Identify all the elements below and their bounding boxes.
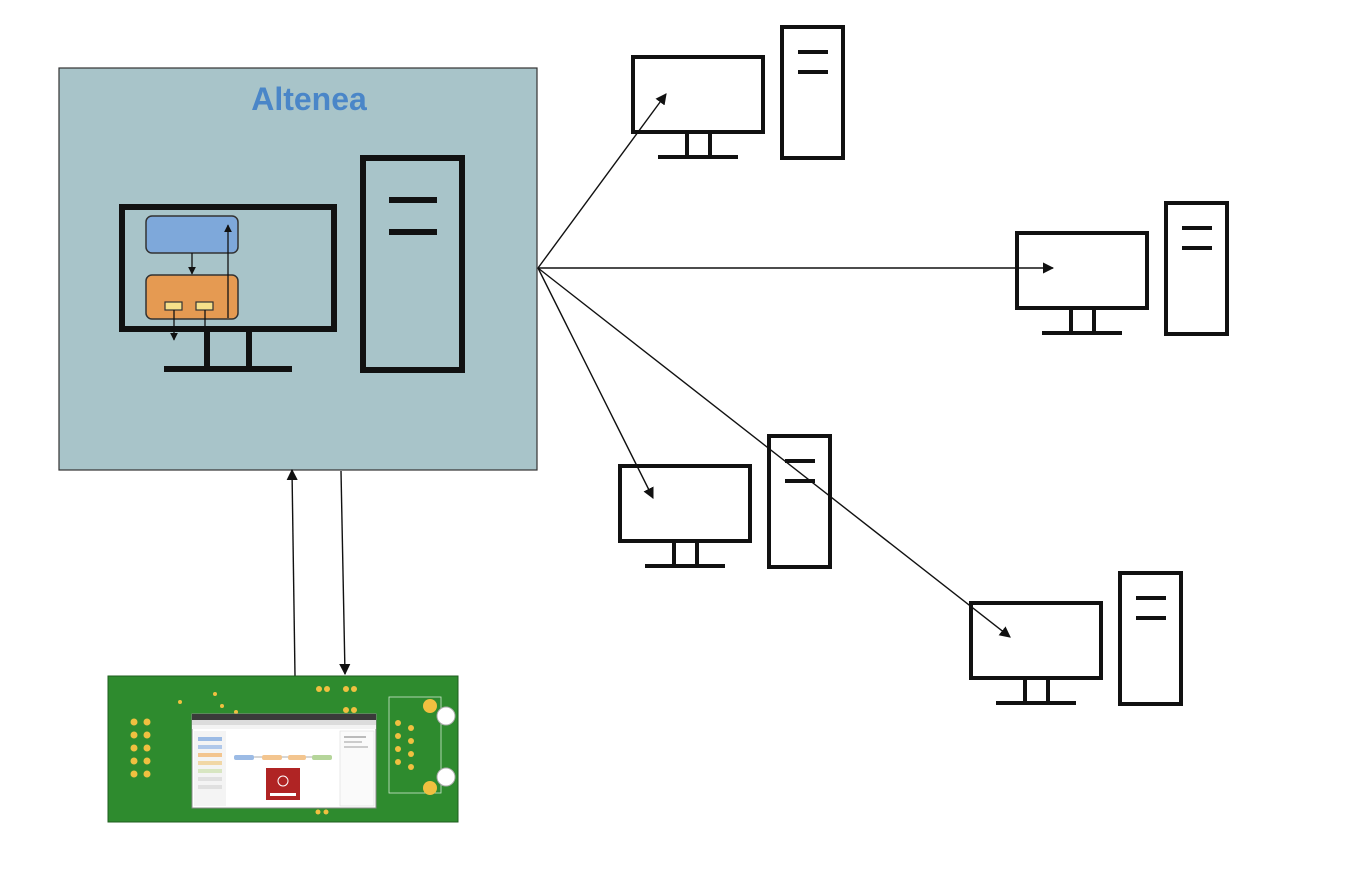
tower-icon bbox=[780, 25, 845, 160]
monitor-icon bbox=[969, 601, 1103, 705]
arrow-board-to-server bbox=[286, 468, 298, 677]
arrow-to-client-4 bbox=[537, 267, 1011, 638]
client-computer-1 bbox=[631, 25, 845, 160]
app-bottom-block bbox=[145, 274, 239, 320]
pcb-pads-left bbox=[130, 718, 151, 778]
server-monitor-icon bbox=[119, 204, 337, 372]
board-screen-thumbnail bbox=[191, 713, 377, 809]
client-computer-3 bbox=[618, 434, 832, 569]
server-box bbox=[58, 67, 538, 471]
pcb-pads-top bbox=[178, 686, 357, 714]
application-blocks bbox=[145, 215, 239, 341]
arrow-to-client-1 bbox=[537, 93, 667, 269]
tower-icon bbox=[1164, 201, 1229, 336]
app-top-block bbox=[145, 215, 239, 254]
embedded-board bbox=[107, 675, 459, 823]
app-chip-left bbox=[164, 301, 183, 311]
arrow-server-to-board bbox=[339, 470, 351, 676]
client-computer-4 bbox=[969, 571, 1183, 706]
monitor-icon bbox=[618, 464, 752, 568]
monitor-icon bbox=[1015, 231, 1149, 335]
pcb-pads-bottom bbox=[315, 809, 329, 815]
monitor-icon bbox=[631, 55, 765, 159]
arrow-to-client-3 bbox=[537, 267, 654, 500]
server-to-client-arrows bbox=[537, 93, 1055, 638]
tower-icon bbox=[1118, 571, 1183, 706]
server-node: Altenea bbox=[58, 67, 538, 471]
server-title: Altenea bbox=[251, 81, 367, 117]
client-computer-2 bbox=[1015, 201, 1229, 336]
server-tower-icon bbox=[360, 155, 465, 373]
app-chip-right bbox=[195, 301, 214, 311]
server-board-arrows bbox=[286, 468, 351, 677]
pcb-connector-right bbox=[388, 696, 456, 795]
